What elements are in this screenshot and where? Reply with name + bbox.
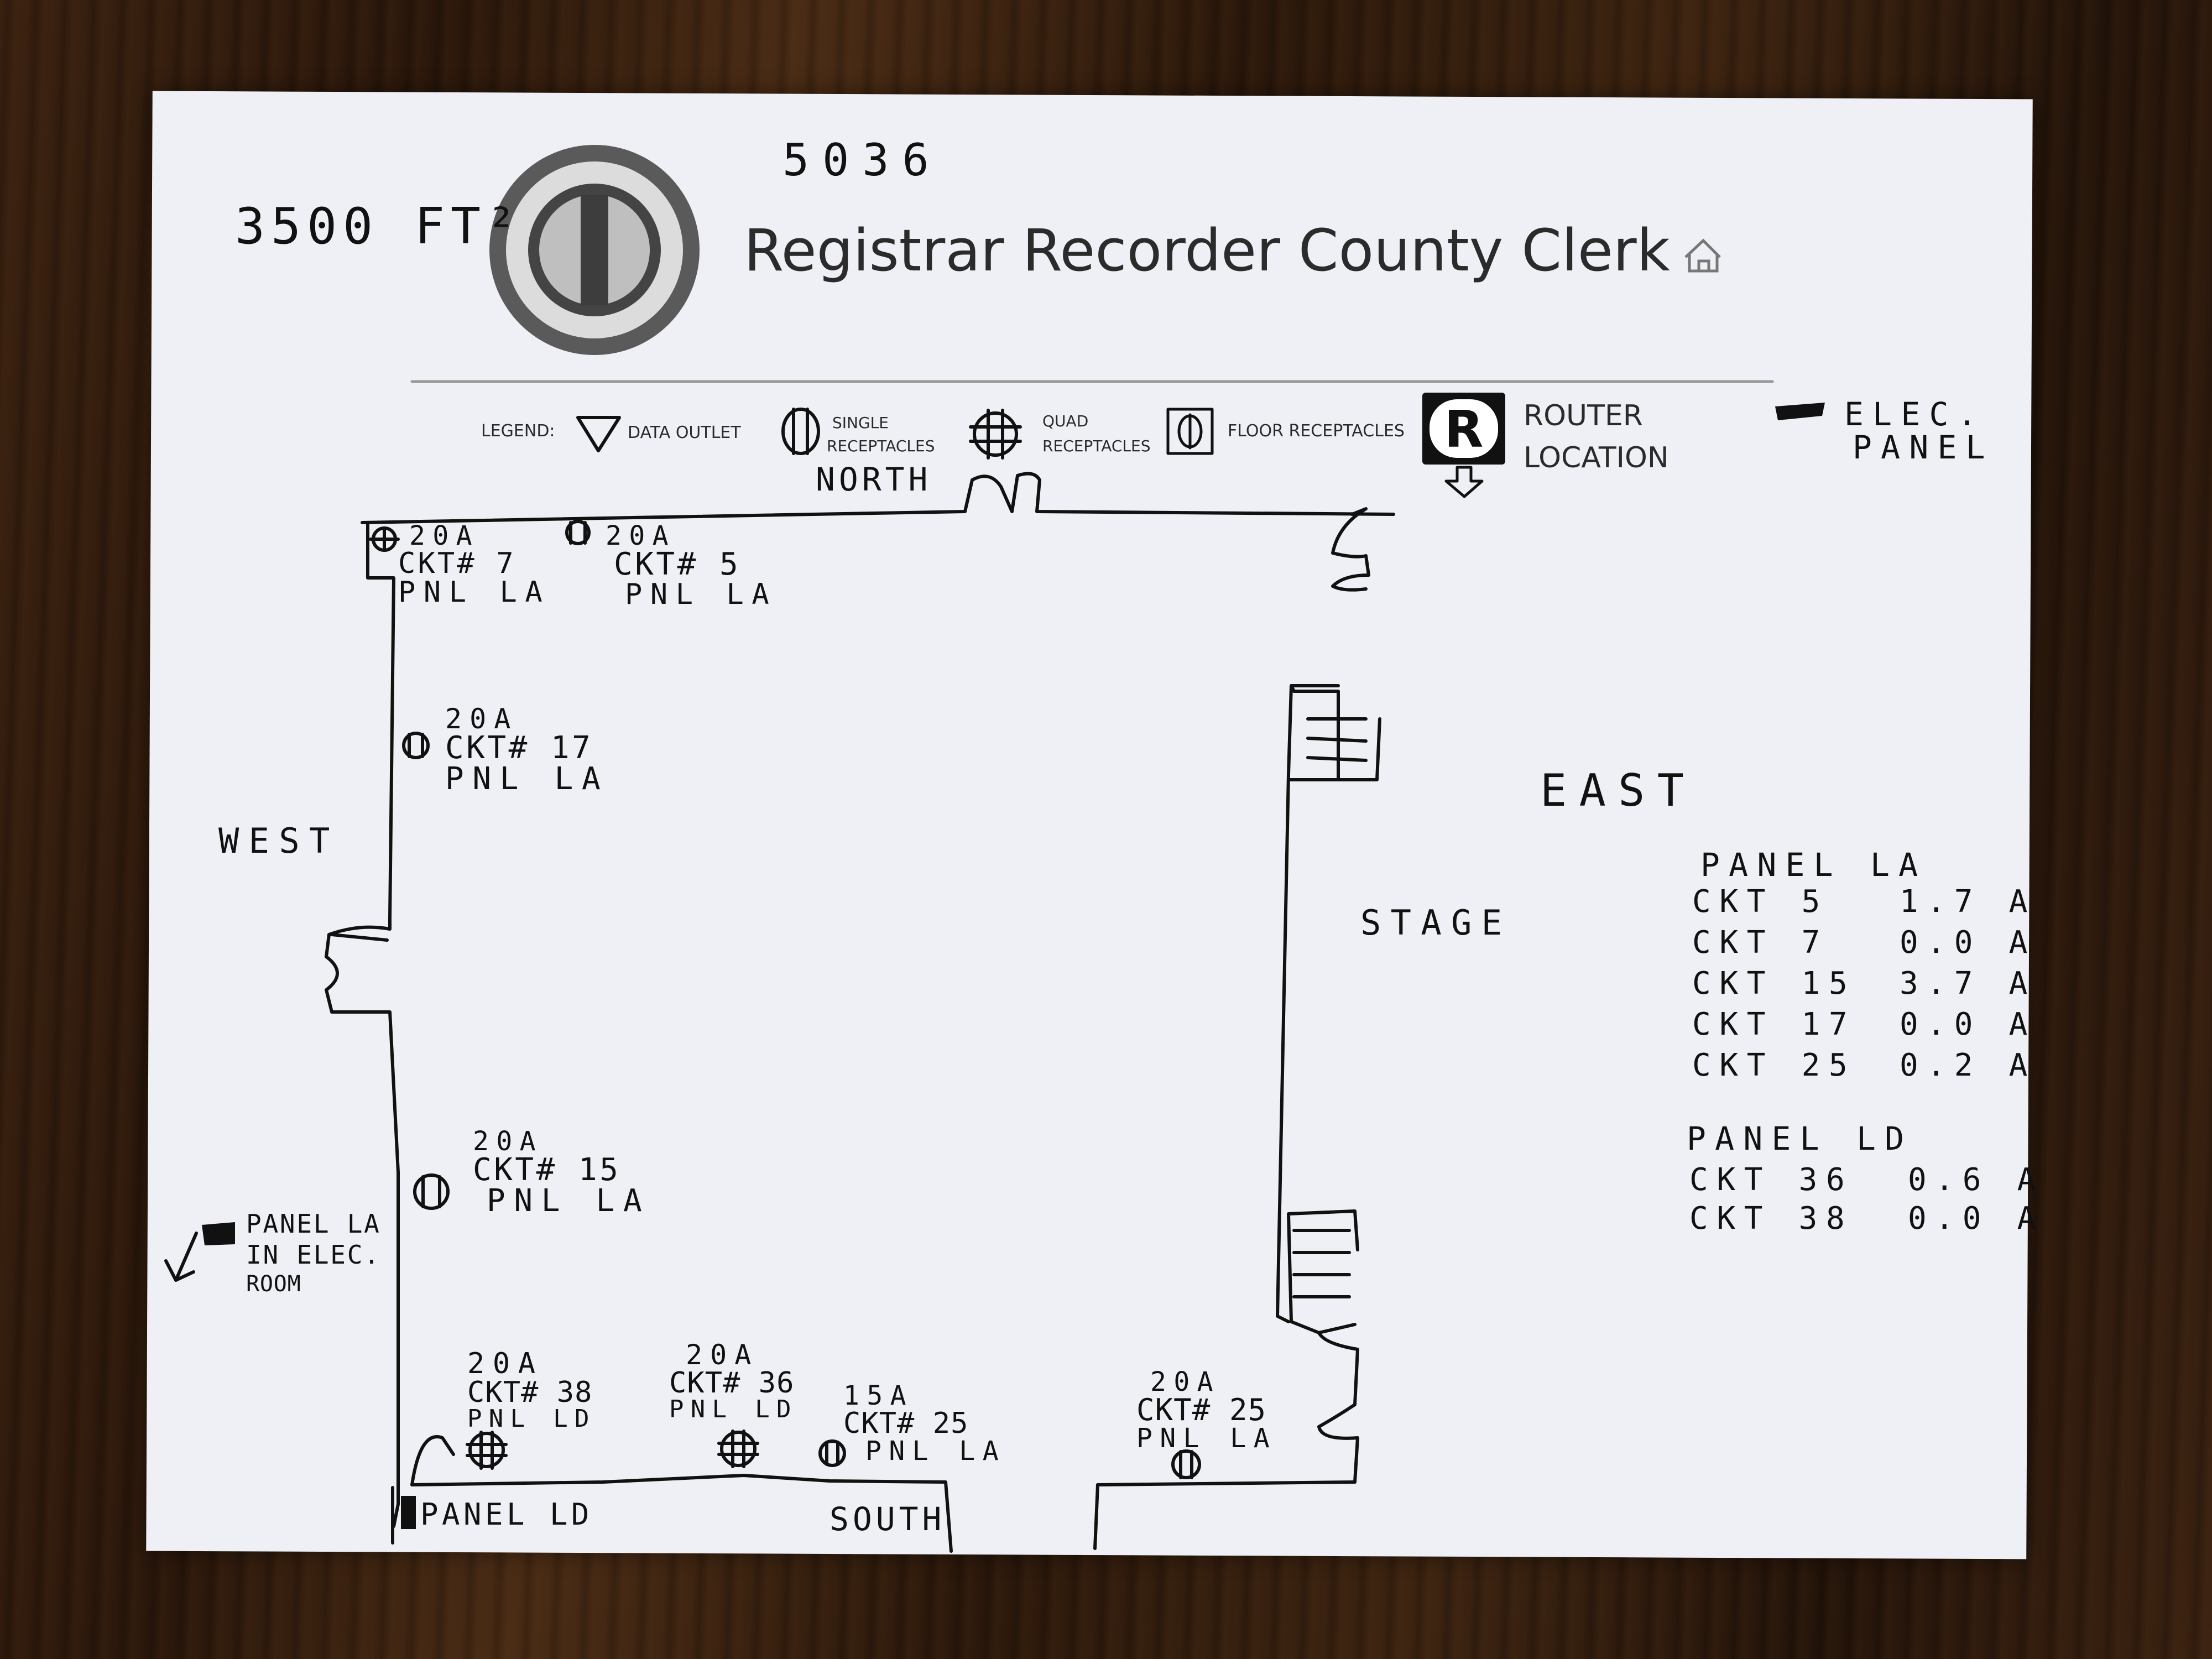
outlet-ckt38: 20A CKT# 38 PNL LD <box>467 1349 596 1431</box>
reading-row: CKT 36 0.6 A <box>1687 1162 2036 1203</box>
outlet-amps: 20A <box>606 520 676 551</box>
outlet-amps: 20A <box>473 1126 544 1157</box>
panel-la-note-line: PANEL LA <box>246 1209 381 1239</box>
legend-elec-2: PANEL <box>1853 429 1994 466</box>
panel-la-note-line: ROOM <box>246 1271 301 1297</box>
panel-ld-icon <box>399 1493 418 1532</box>
outlet-ckt25-south: 15A CKT# 25 PNL LA <box>843 1380 999 1464</box>
reading-current: 3.7 A <box>1900 966 2036 1001</box>
outlet-ckt15: 20A CKT# 15 PNL LA <box>473 1126 642 1217</box>
outlet-amps: 20A <box>686 1339 759 1371</box>
outlet-ckt17: 20A CKT# 17 PNL LA <box>445 705 609 795</box>
outlet-amps: 20A <box>409 520 480 551</box>
outlet-amps: 20A <box>445 703 519 735</box>
outlet-circuit: CKT# 5 <box>614 546 741 582</box>
legend-single-1: SINGLE <box>832 414 889 432</box>
county-seal-logo <box>489 145 700 355</box>
outlet-amps: 20A <box>1150 1366 1221 1397</box>
panel-la-readings: PANEL LA CKT 5 1.7 A CKT 7 0.0 A CKT 15 … <box>1692 849 2027 1091</box>
outlet-ckt7: 20A CKT# 7 PNL LA <box>398 523 550 607</box>
reading-row: CKT 5 1.7 A <box>1692 884 2027 927</box>
reading-circuit: CKT 25 <box>1692 1047 1856 1083</box>
legend-elec-1: ELEC. <box>1844 395 1986 433</box>
reading-current: 0.0 A <box>1900 1006 2036 1042</box>
panel-ld-readings: PANEL LD CKT 36 0.6 A CKT 38 0.0 A <box>1687 1120 2036 1242</box>
reading-row: CKT 15 3.7 A <box>1692 966 2027 1009</box>
reading-circuit: CKT 15 <box>1692 966 1856 1001</box>
elec-panel-icon <box>1772 401 1828 423</box>
reading-current: 0.6 A <box>1908 1162 2044 1198</box>
legend-quad-1: QUAD <box>1042 412 1089 430</box>
quad-receptacle-icon <box>968 409 1023 462</box>
home-icon <box>1681 238 1725 276</box>
reading-circuit: CKT 5 <box>1692 884 1829 920</box>
area-note: 3500 FT² <box>235 197 523 255</box>
outlet-circuit: CKT# 25 <box>843 1407 969 1440</box>
legend-floor: FLOOR RECEPTACLES <box>1228 421 1405 441</box>
single-receptacle-icon <box>780 408 824 458</box>
reading-current: 0.0 A <box>1908 1201 2044 1237</box>
outlet-circuit: CKT# 25 <box>1136 1392 1267 1427</box>
label-west: WEST <box>218 821 340 861</box>
legend-quad-2: RECEPTACLES <box>1042 437 1151 455</box>
svg-text:R: R <box>1444 400 1484 459</box>
outlet-ckt36: 20A CKT# 36 PNL LD <box>669 1341 798 1422</box>
legend-data-outlet: DATA OUTLET <box>628 423 741 442</box>
legend-router-2: LOCATION <box>1524 441 1669 474</box>
outlet-circuit: CKT# 15 <box>473 1152 621 1188</box>
router-icon <box>1421 392 1507 499</box>
outlet-circuit: CKT# 17 <box>445 730 593 766</box>
reading-circuit: CKT 17 <box>1692 1006 1856 1042</box>
label-stage: STAGE <box>1360 902 1512 943</box>
reading-circuit: CKT 38 <box>1689 1201 1854 1237</box>
outlet-panel: PNL LA <box>865 1436 1006 1467</box>
reading-circuit: CKT 7 <box>1692 925 1829 961</box>
panel-la-note: PANEL LA IN ELEC. ROOM <box>246 1209 381 1295</box>
legend-router-1: ROUTER <box>1524 399 1643 432</box>
reading-current: 0.0 A <box>1900 925 2036 961</box>
outlet-ckt25-east: 20A CKT# 25 PNL LA <box>1136 1369 1277 1452</box>
label-north: NORTH <box>816 461 932 498</box>
legend-single-2: RECEPTACLES <box>827 437 935 455</box>
outlet-circuit: CKT# 36 <box>669 1366 795 1400</box>
outlet-amps: 20A <box>467 1347 544 1380</box>
outlet-ckt5: 20A CKT# 5 PNL LA <box>606 520 769 609</box>
outlet-panel: PNL LD <box>669 1395 798 1423</box>
label-south: SOUTH <box>830 1500 946 1538</box>
reading-row: CKT 25 0.2 A <box>1692 1047 2027 1091</box>
reading-current: 0.2 A <box>1900 1047 2036 1083</box>
outlet-amps: 15A <box>843 1380 914 1411</box>
outlet-panel: PNL LD <box>467 1405 596 1433</box>
legend-label: LEGEND: <box>481 421 555 441</box>
outlet-circuit: CKT# 7 <box>398 547 516 580</box>
panel-la-title: PANEL LA <box>1700 846 1927 884</box>
reading-current: 1.7 A <box>1900 884 2036 920</box>
panel-ld-label: PANEL LD <box>420 1497 593 1532</box>
outlet-circuit: CKT# 38 <box>467 1376 593 1409</box>
outlet-panel: PNL LA <box>398 576 551 609</box>
floor-receptacle-icon <box>1167 408 1214 455</box>
outlet-panel: PNL LA <box>487 1183 651 1219</box>
reading-row: CKT 17 0.0 A <box>1692 1006 2027 1050</box>
panel-la-note-line: IN ELEC. <box>246 1240 381 1270</box>
data-outlet-icon <box>575 415 622 453</box>
reading-row: CKT 7 0.0 A <box>1692 925 2027 968</box>
outlet-panel: PNL LA <box>625 578 778 611</box>
building-number: 5036 <box>782 134 942 186</box>
outlet-panel: PNL LA <box>1136 1423 1277 1454</box>
label-east: EAST <box>1540 765 1697 816</box>
reading-row: CKT 38 0.0 A <box>1687 1201 2036 1242</box>
reading-circuit: CKT 36 <box>1689 1162 1854 1198</box>
page-title: Registrar Recorder County Clerk <box>744 217 1670 284</box>
outlet-panel: PNL LA <box>445 761 609 797</box>
panel-ld-title: PANEL LD <box>1687 1120 1913 1157</box>
